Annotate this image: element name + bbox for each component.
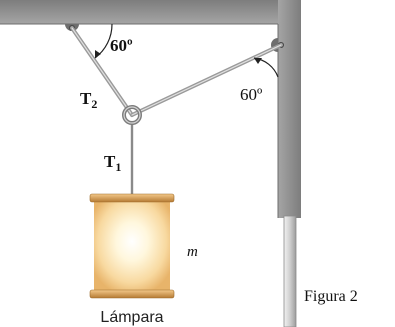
wall-pole bbox=[283, 215, 297, 327]
tension-t1-letter: T bbox=[104, 152, 116, 171]
tension-t1-label: T1 bbox=[104, 152, 121, 174]
cable-right bbox=[130, 43, 283, 117]
cable-left-t2 bbox=[70, 26, 134, 117]
lamp-bottom-cap bbox=[89, 289, 175, 299]
angle-right-label: 60º bbox=[240, 85, 262, 104]
figure-caption: Figura 2 bbox=[304, 288, 358, 305]
mass-label: m bbox=[187, 244, 198, 260]
angle-arc-left bbox=[94, 23, 113, 59]
lamp-label: Lámpara bbox=[100, 309, 163, 326]
tension-t2-label: T2 bbox=[80, 89, 97, 111]
tension-t2-letter: T bbox=[80, 89, 92, 108]
right-wall bbox=[278, 0, 301, 218]
junction-ring bbox=[122, 105, 142, 125]
angle-arc-right bbox=[253, 57, 279, 78]
lamp-body bbox=[94, 200, 170, 292]
tension-t1-subscript: 1 bbox=[115, 160, 121, 174]
tension-t2-subscript: 2 bbox=[91, 97, 97, 111]
ceiling bbox=[0, 0, 301, 24]
lamp-top-cap bbox=[89, 193, 175, 203]
lamp bbox=[89, 193, 175, 299]
angle-left-label: 60º bbox=[110, 36, 133, 55]
